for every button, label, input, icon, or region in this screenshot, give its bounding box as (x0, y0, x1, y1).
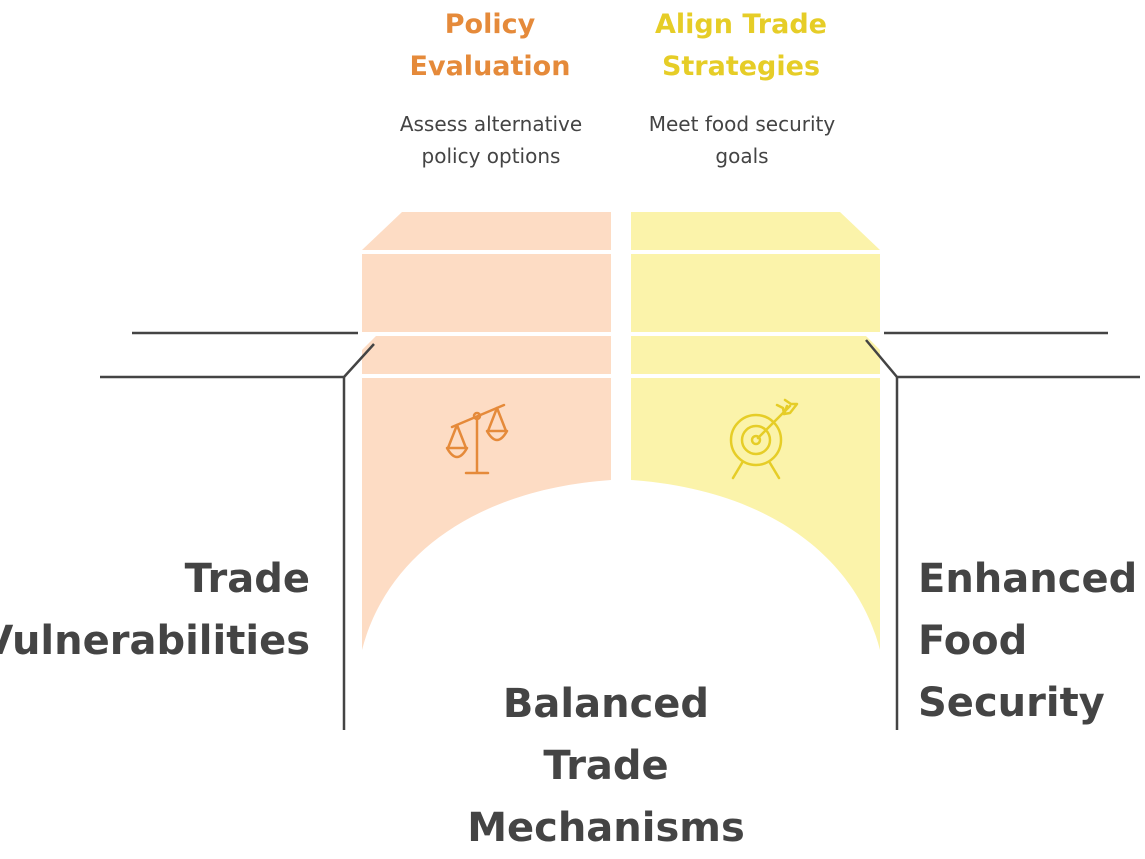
left-bank-edge (100, 343, 375, 379)
policy-evaluation-title: Policy Evaluation (340, 4, 640, 88)
balanced-trade-mechanisms-label-line: Mechanisms (467, 805, 745, 851)
road-lines (100, 331, 1140, 730)
align-trade-strategies-description-line: goals (715, 144, 769, 168)
policy-evaluation-pillar (362, 212, 611, 650)
left-pillar-ledge (362, 336, 611, 374)
left-pillar-body (362, 378, 611, 650)
align-trade-strategies-title-line: Align Trade (655, 9, 827, 40)
right-pillar-top-block (631, 254, 880, 332)
enhanced-food-security-label-line: Enhanced (918, 556, 1138, 602)
align-trade-strategies-title-line: Strategies (661, 51, 821, 82)
policy-evaluation-title-line: Evaluation (409, 51, 571, 82)
left-pillar-top-block (362, 254, 611, 332)
trade-vulnerabilities-label-line: Vulnerabilities (0, 618, 310, 664)
policy-evaluation-description-line: policy options (421, 144, 561, 168)
scales-icon (445, 403, 509, 475)
right-bank-edge (865, 339, 1140, 379)
align-trade-strategies-description: Meet food security goals (592, 108, 892, 172)
policy-evaluation-title-line: Policy (444, 9, 536, 40)
trade-vulnerabilities-label: Trade Vulnerabilities (0, 548, 310, 672)
target-arrow-icon (729, 398, 799, 480)
trade-vulnerabilities-label-line: Trade (184, 556, 310, 602)
right-pillar-ledge (631, 336, 880, 374)
align-trade-strategies-pillar (631, 212, 880, 650)
balanced-trade-mechanisms-label-line: Balanced (502, 681, 710, 727)
align-trade-strategies-title: Align Trade Strategies (591, 4, 891, 88)
right-pillar-body (631, 378, 880, 650)
right-pillar-cap (631, 212, 880, 250)
left-pillar-cap (362, 212, 611, 250)
enhanced-food-security-label-line: Food (918, 618, 1028, 664)
enhanced-food-security-label-line: Security (918, 680, 1105, 726)
enhanced-food-security-label: Enhanced Food Security (918, 548, 1137, 734)
policy-evaluation-description: Assess alternative policy options (341, 108, 641, 172)
balanced-trade-mechanisms-label: Balanced Trade Mechanisms (406, 673, 806, 859)
align-trade-strategies-description-line: Meet food security (648, 112, 836, 136)
balanced-trade-mechanisms-label-line: Trade (543, 743, 669, 789)
policy-evaluation-description-line: Assess alternative (399, 112, 583, 136)
